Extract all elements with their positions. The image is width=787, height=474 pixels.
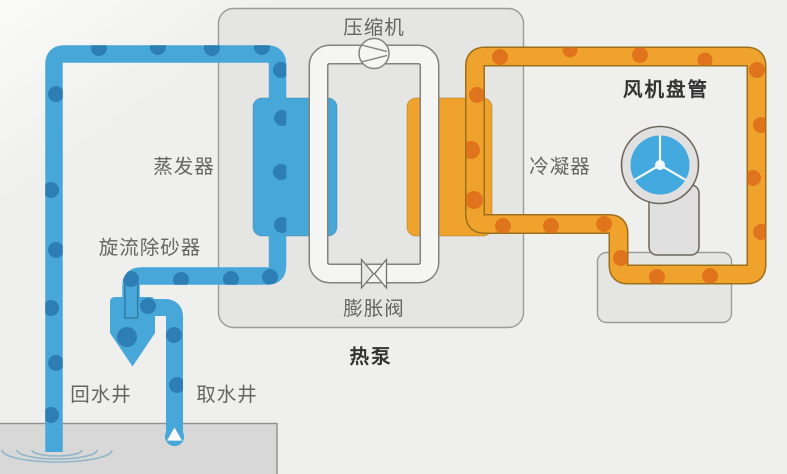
condenser-label: 冷凝器: [529, 156, 591, 178]
intake-well-label: 取水井: [196, 384, 258, 406]
ground-block: [0, 422, 278, 474]
compressor-label: 压缩机: [343, 17, 405, 39]
expansion-valve-icon: [360, 257, 388, 290]
compressor-icon: [358, 37, 390, 70]
sand-separator-inlet: [124, 282, 139, 319]
return-well-label: 回水井: [70, 384, 132, 406]
refrigerant-circuit: [308, 37, 440, 290]
fan-hub: [655, 160, 665, 170]
expansion-valve-label: 膨胀阀: [343, 298, 405, 320]
evaporator-label: 蒸发器: [153, 156, 215, 178]
fan-unit: [620, 125, 700, 256]
fan-coil-circuit: [462, 42, 769, 285]
water-circuit: [43, 39, 290, 452]
fan-coil-pipe: [466, 48, 765, 283]
water-ripples-icon: [1, 449, 113, 463]
intake-strainer-icon: [167, 427, 182, 441]
heat-pump-cabinet: [217, 7, 525, 329]
labels: 压缩机 蒸发器 冷凝器 旋流除砂器 膨胀阀 热泵 风机盘管 回水井 取水井: [70, 17, 709, 406]
intake-pipe: [148, 299, 183, 439]
heat-pump-label: 热泵: [349, 345, 392, 368]
fan-coil-label: 风机盘管: [623, 78, 709, 101]
enclosures: [0, 7, 733, 474]
water-flow-dots: [43, 39, 290, 423]
sand-separator-label: 旋流除砂器: [99, 237, 202, 259]
fan-coil-flow-dots: [462, 42, 769, 285]
